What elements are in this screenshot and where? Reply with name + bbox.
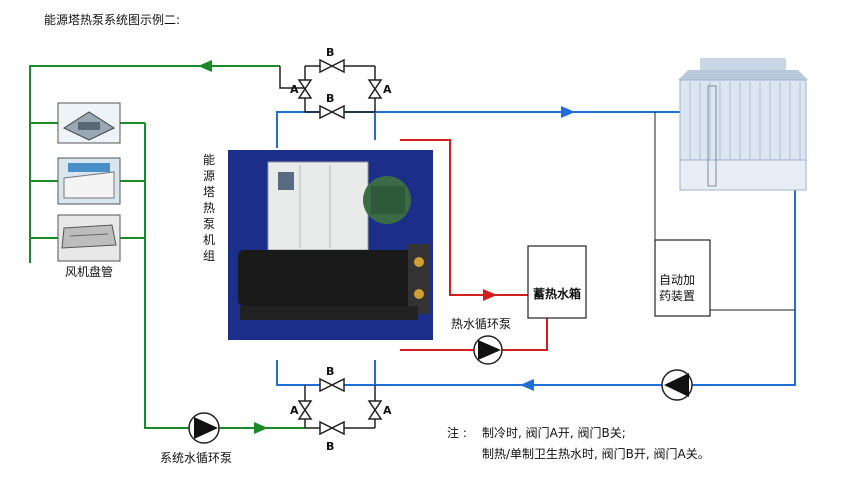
blue-flow-arrow-bottom <box>520 379 534 391</box>
source-side-pump <box>661 369 693 401</box>
svg-text:A: A <box>290 83 299 96</box>
hot-water-pump <box>473 335 503 365</box>
energy-tower <box>678 58 808 191</box>
svg-text:药装置: 药装置 <box>659 289 695 303</box>
valve-b-top-lower: B <box>319 92 345 120</box>
operation-note: 注 : 制冷时, 阀门A开, 阀门B关; 制热/单制卫生热水时, 阀门B开, 阀… <box>447 425 710 461</box>
svg-text:塔: 塔 <box>203 185 215 199</box>
valve-b-top-upper: B <box>319 46 345 74</box>
fan-coil-label: 风机盘管 <box>65 264 113 279</box>
hot-water-tank-label: 蓄热水箱 <box>533 286 581 301</box>
system-pump-label: 系统水循环泵 <box>160 451 232 465</box>
svg-text:热: 热 <box>203 201 215 215</box>
system-water-pump <box>188 412 220 444</box>
svg-text:A: A <box>383 83 392 96</box>
svg-text:A: A <box>383 404 392 417</box>
svg-text:制热/单制卫生热水时, 阀门B开, 阀门A关。: 制热/单制卫生热水时, 阀门B开, 阀门A关。 <box>482 446 710 461</box>
blue-pipe-network <box>276 111 796 386</box>
svg-text:B: B <box>326 92 334 105</box>
svg-text:组: 组 <box>203 249 215 263</box>
valve-b-bottom-upper: B <box>319 365 345 393</box>
auto-dosing-device: 自动加 药装置 <box>654 239 711 317</box>
blue-flow-arrow-top <box>561 106 575 118</box>
hot-water-pump-label: 热水循环泵 <box>451 317 511 331</box>
diagram-title: 能源塔热泵系统图示例二: <box>44 13 180 27</box>
energy-tower-heat-pump-unit <box>228 150 433 340</box>
green-flow-arrow-bottom <box>254 422 268 434</box>
svg-text:泵: 泵 <box>203 217 215 231</box>
svg-text:B: B <box>326 365 334 378</box>
svg-text:自动加: 自动加 <box>659 273 695 287</box>
svg-text:能: 能 <box>203 153 215 167</box>
svg-text:A: A <box>290 404 299 417</box>
svg-text:注 :: 注 : <box>447 425 467 440</box>
fan-coil-units <box>57 102 121 262</box>
svg-text:机: 机 <box>203 233 215 247</box>
valve-b-bottom-lower: B <box>319 420 345 453</box>
valve-a-bottom-left: A <box>290 400 313 420</box>
hot-water-tank: 蓄热水箱 <box>527 245 587 319</box>
svg-text:制冷时, 阀门A开, 阀门B关;: 制冷时, 阀门A开, 阀门B关; <box>482 425 626 440</box>
dosing-connection-lines <box>654 112 795 311</box>
valve-manifold-bottom <box>304 385 376 429</box>
valve-a-bottom-right: A <box>367 400 392 420</box>
svg-text:B: B <box>326 440 334 453</box>
valve-a-top-left: A <box>290 79 313 99</box>
svg-text:源: 源 <box>203 169 215 183</box>
green-flow-arrow-top <box>198 60 212 72</box>
svg-text:B: B <box>326 46 334 59</box>
unit-vertical-label: 能 源 塔 热 泵 机 组 <box>203 153 215 263</box>
red-flow-arrow <box>483 289 497 301</box>
valve-a-top-right: A <box>367 79 392 99</box>
